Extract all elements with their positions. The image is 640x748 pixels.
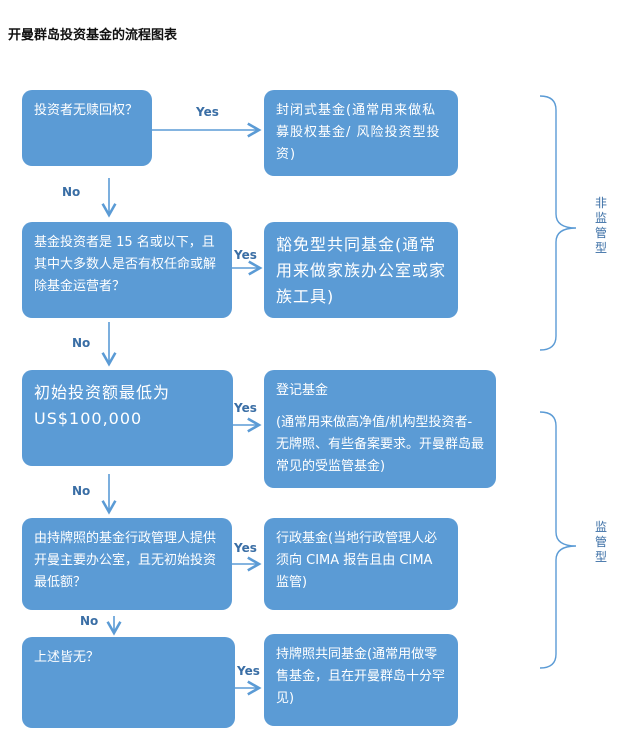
page-title: 开曼群岛投资基金的流程图表 [8, 28, 178, 43]
result-text-5: 持牌照共同基金(通常用做零售基金，且在开曼群岛十分罕见) [276, 647, 446, 706]
result-box-exempt-fund: 豁免型共同基金(通常用来做家族办公室或家族工具) [264, 222, 458, 318]
question-box-5: 上述皆无？ [22, 637, 235, 728]
bracket-regulated [539, 411, 577, 669]
question-box-2: 基金投资者是 15 名或以下，且其中大多数人是否有权任命或解除基金运营者？ [22, 222, 232, 318]
question-box-4: 由持牌照的基金行政管理人提供开曼主要办公室，且无初始投资最低额？ [22, 518, 232, 610]
result-text-3: (通常用来做高净值/机构型投资者-无牌照、有些备案要求。开曼群岛最常见的受监管基… [276, 415, 485, 474]
question-box-1: 投资者无赎回权？ [22, 90, 152, 166]
no-label-1: No [62, 185, 81, 199]
result-text-1: 封闭式基金(通常用来做私募股权基金/ 风险投资型投资) [276, 103, 441, 162]
question-text-5: 上述皆无？ [34, 650, 100, 665]
yes-label-4: Yes [234, 541, 257, 555]
result-text-2: 豁免型共同基金(通常用来做家族办公室或家族工具) [276, 235, 447, 306]
bracket-unregulated [539, 95, 577, 351]
question-text-3: 初始投资额最低为 US$100,000 [34, 383, 171, 428]
result-text-4: 行政基金(当地行政管理人必须向 CIMA 报告且由 CIMA 监管) [276, 531, 438, 590]
no-label-3: No [72, 484, 91, 498]
result-box-registered-fund: 登记基金 (通常用来做高净值/机构型投资者-无牌照、有些备案要求。开曼群岛最常见… [264, 370, 496, 488]
result-box-licensed-fund: 持牌照共同基金(通常用做零售基金，且在开曼群岛十分罕见) [264, 634, 458, 726]
question-text-1: 投资者无赎回权？ [34, 103, 139, 118]
no-label-4: No [80, 614, 99, 628]
question-text-2: 基金投资者是 15 名或以下，且其中大多数人是否有权任命或解除基金运营者？ [34, 235, 217, 294]
yes-label-2: Yes [234, 248, 257, 262]
group-label-unregulated: 非监管型 [594, 196, 607, 255]
yes-label-3: Yes [234, 401, 257, 415]
yes-label-5: Yes [237, 664, 260, 678]
result-box-admin-fund: 行政基金(当地行政管理人必须向 CIMA 报告且由 CIMA 监管) [264, 518, 458, 610]
no-label-2: No [72, 336, 91, 350]
yes-label-1: Yes [196, 105, 219, 119]
group-label-regulated: 监管型 [594, 520, 607, 564]
question-text-4: 由持牌照的基金行政管理人提供开曼主要办公室，且无初始投资最低额？ [34, 531, 217, 590]
question-box-3: 初始投资额最低为 US$100,000 [22, 370, 233, 466]
result-title-3: 登记基金 [276, 383, 329, 398]
result-box-closed-fund: 封闭式基金(通常用来做私募股权基金/ 风险投资型投资) [264, 90, 458, 176]
